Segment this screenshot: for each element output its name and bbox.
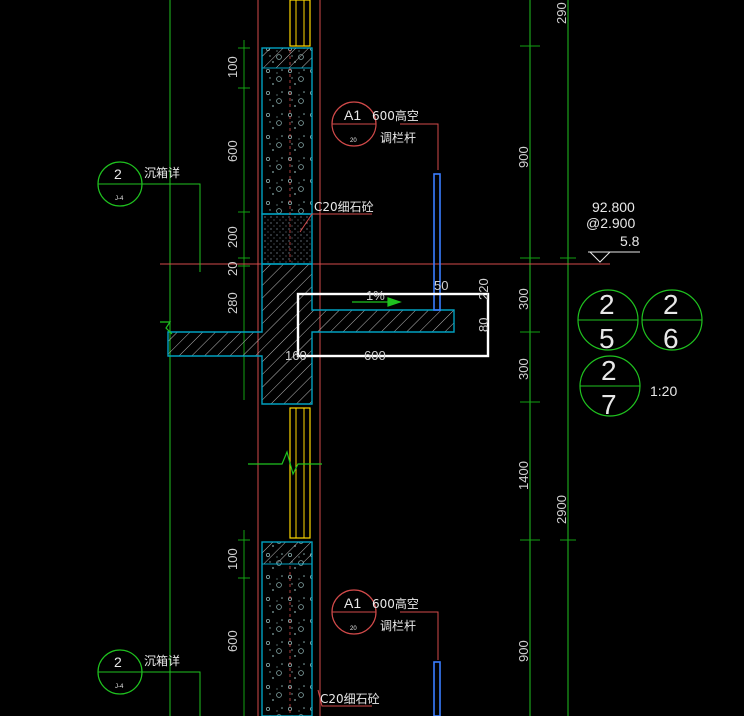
callout-sink-top[interactable]: 2 J-4 沉箱详 [97, 161, 180, 207]
section-ref-1[interactable]: 2 5 [577, 289, 639, 354]
callout-rail-top-line2: 调栏杆 [380, 130, 416, 145]
dim-right-5: 2900 [554, 495, 569, 524]
slab-upturn: 220 [476, 278, 491, 300]
callout-rail-bottom-num: A1 [344, 595, 361, 611]
slab-wall: 160 [285, 348, 307, 363]
elevation-marker [588, 251, 640, 263]
break-symbol [248, 450, 322, 476]
dim-left-0: 100 [225, 56, 240, 78]
section-ref-3-top: 2 [601, 355, 617, 386]
section-ref-2-top: 2 [663, 289, 679, 320]
railing-post-bottom [433, 661, 441, 716]
callout-rail-bottom-line1: 600高空 [372, 596, 419, 611]
slab-edge: 50 [434, 278, 448, 293]
section-ref-3[interactable]: 2 7 [579, 355, 641, 420]
scale-label: 1:20 [650, 383, 677, 399]
dim-right-0: 290 [554, 2, 569, 24]
dim-left-4: 280 [225, 292, 240, 314]
section-ref-1-bottom: 5 [599, 323, 615, 354]
section-ref-2-bottom: 6 [663, 323, 679, 354]
window-top [289, 0, 311, 47]
selection-box[interactable] [296, 292, 490, 358]
callout-rail-bottom-sheet: 20 [350, 626, 357, 632]
dim-right-3: 300 [516, 358, 531, 380]
dim-left-6: 600 [225, 630, 240, 652]
callout-rail-top-line1: 600高空 [372, 108, 419, 123]
section-ref-2[interactable]: 2 6 [641, 289, 703, 354]
slab-section [167, 263, 455, 405]
dim-right-4: 1400 [516, 461, 531, 490]
leader-lines [299, 123, 439, 707]
slab-width: 600 [364, 348, 386, 363]
slab-slope: 1% [366, 288, 385, 303]
wall-lines [257, 0, 321, 716]
section-ref-3-bottom: 7 [601, 389, 617, 420]
railing-post-top [433, 173, 441, 311]
lower-wall [261, 541, 313, 716]
grid-lines [169, 0, 569, 716]
callout-sink-top-sheet: J-4 [115, 196, 124, 202]
callout-rail-top-sheet: 20 [350, 138, 357, 144]
slab-break-symbol [160, 321, 173, 335]
callout-sink-top-num: 2 [114, 166, 122, 182]
concrete-label-bottom: C20细石砼 [320, 692, 380, 706]
dim-left-2: 200 [225, 226, 240, 248]
slab-depth: 80 [476, 318, 491, 332]
concrete-label-top: C20细石砼 [314, 200, 374, 214]
window-bottom [289, 407, 311, 539]
slope-arrow [352, 297, 402, 307]
callout-rail-top-num: A1 [344, 107, 361, 123]
dim-left-5: 100 [225, 548, 240, 570]
elevation-step: @2.900 [586, 215, 635, 231]
elevation-level: 92.800 [592, 199, 635, 215]
elevation-floor: 5.8 [620, 233, 640, 249]
callout-sink-bottom-num: 2 [114, 654, 122, 670]
dim-right-2: 300 [516, 288, 531, 310]
callout-rail-top[interactable]: A1 20 600高空 调栏杆 [331, 101, 419, 147]
callout-sink-bottom-text: 沉箱详 [144, 653, 180, 668]
callout-sink-bottom-sheet: J-4 [115, 684, 124, 690]
dim-right-1: 900 [516, 146, 531, 168]
callout-rail-bottom[interactable]: A1 20 600高空 调栏杆 [331, 589, 419, 635]
upper-wall [261, 47, 313, 265]
dim-left-3: 20 [225, 262, 240, 276]
callout-rail-bottom-line2: 调栏杆 [380, 618, 416, 633]
callout-leaders [140, 183, 201, 716]
section-ref-1-top: 2 [599, 289, 615, 320]
right-dimension-chain [520, 45, 576, 541]
callout-sink-top-text: 沉箱详 [144, 165, 180, 180]
callout-sink-bottom[interactable]: 2 J-4 沉箱详 [97, 649, 180, 695]
dim-right-6: 900 [516, 640, 531, 662]
dim-left-1: 600 [225, 140, 240, 162]
